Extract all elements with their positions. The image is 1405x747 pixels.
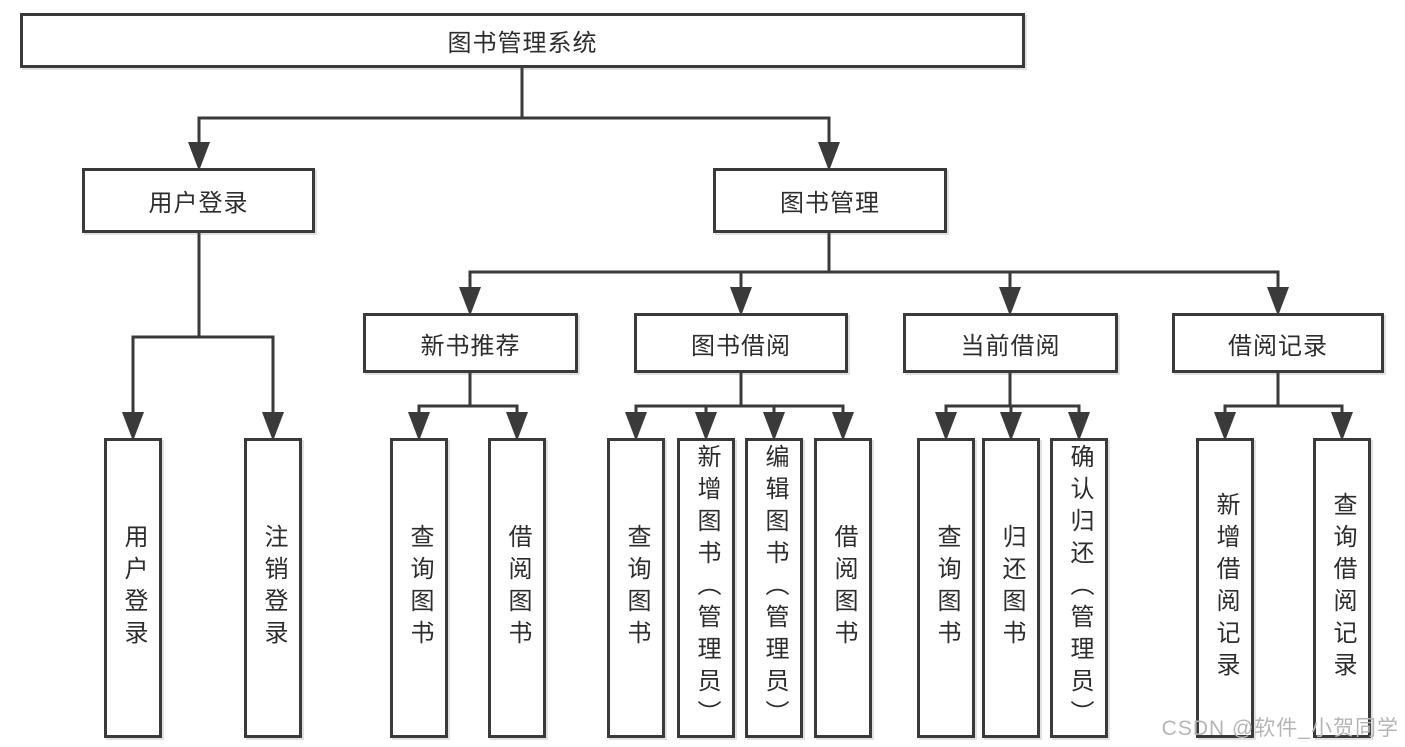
leaf-label: 归还图书 (998, 524, 1025, 652)
leaf-recommend-borrow-books: 借阅图书 (488, 438, 546, 738)
leaf-label: 借阅图书 (830, 524, 857, 652)
leaf-current-confirm-return-admin: 确认归还（管理员） (1050, 438, 1108, 738)
leaf-label: 用户登录 (120, 524, 147, 652)
leaf-label: 借阅图书 (504, 524, 531, 652)
leaf-logout: 注销登录 (244, 438, 302, 738)
node-new-book-recommend: 新书推荐 (363, 313, 578, 373)
leaf-label: 查询借阅记录 (1329, 492, 1356, 684)
leaf-label: 查询图书 (406, 524, 433, 652)
leaf-label: 注销登录 (260, 524, 287, 652)
leaf-current-return-books: 归还图书 (982, 438, 1040, 738)
node-book-borrowing: 图书借阅 (634, 313, 848, 373)
csdn-watermark: CSDN @软件_小贺同学 (1161, 717, 1399, 740)
leaf-borrowing-borrow-books: 借阅图书 (814, 438, 872, 738)
leaf-current-query-books: 查询图书 (917, 438, 975, 738)
leaf-label: 查询图书 (933, 524, 960, 652)
leaf-records-add-record: 新增借阅记录 (1196, 438, 1254, 738)
node-current-borrowing: 当前借阅 (903, 313, 1118, 373)
leaf-borrowing-query-books: 查询图书 (607, 438, 665, 738)
node-library-management-system: 图书管理系统 (20, 13, 1025, 68)
leaf-label: 编辑图书（管理员） (761, 444, 788, 732)
node-user-login: 用户登录 (82, 168, 315, 233)
leaf-borrowing-add-books-admin: 新增图书（管理员） (677, 438, 735, 738)
leaf-recommend-query-books: 查询图书 (390, 438, 448, 738)
leaf-records-query-record: 查询借阅记录 (1313, 438, 1371, 738)
node-borrowing-records: 借阅记录 (1172, 313, 1384, 373)
leaf-label: 新增借阅记录 (1212, 492, 1239, 684)
leaf-label: 查询图书 (623, 524, 650, 652)
node-book-management: 图书管理 (713, 168, 947, 233)
leaf-borrowing-edit-books-admin: 编辑图书（管理员） (745, 438, 803, 738)
leaf-label: 确认归还（管理员） (1066, 444, 1093, 732)
leaf-user-login: 用户登录 (104, 438, 162, 738)
leaf-label: 新增图书（管理员） (693, 444, 720, 732)
